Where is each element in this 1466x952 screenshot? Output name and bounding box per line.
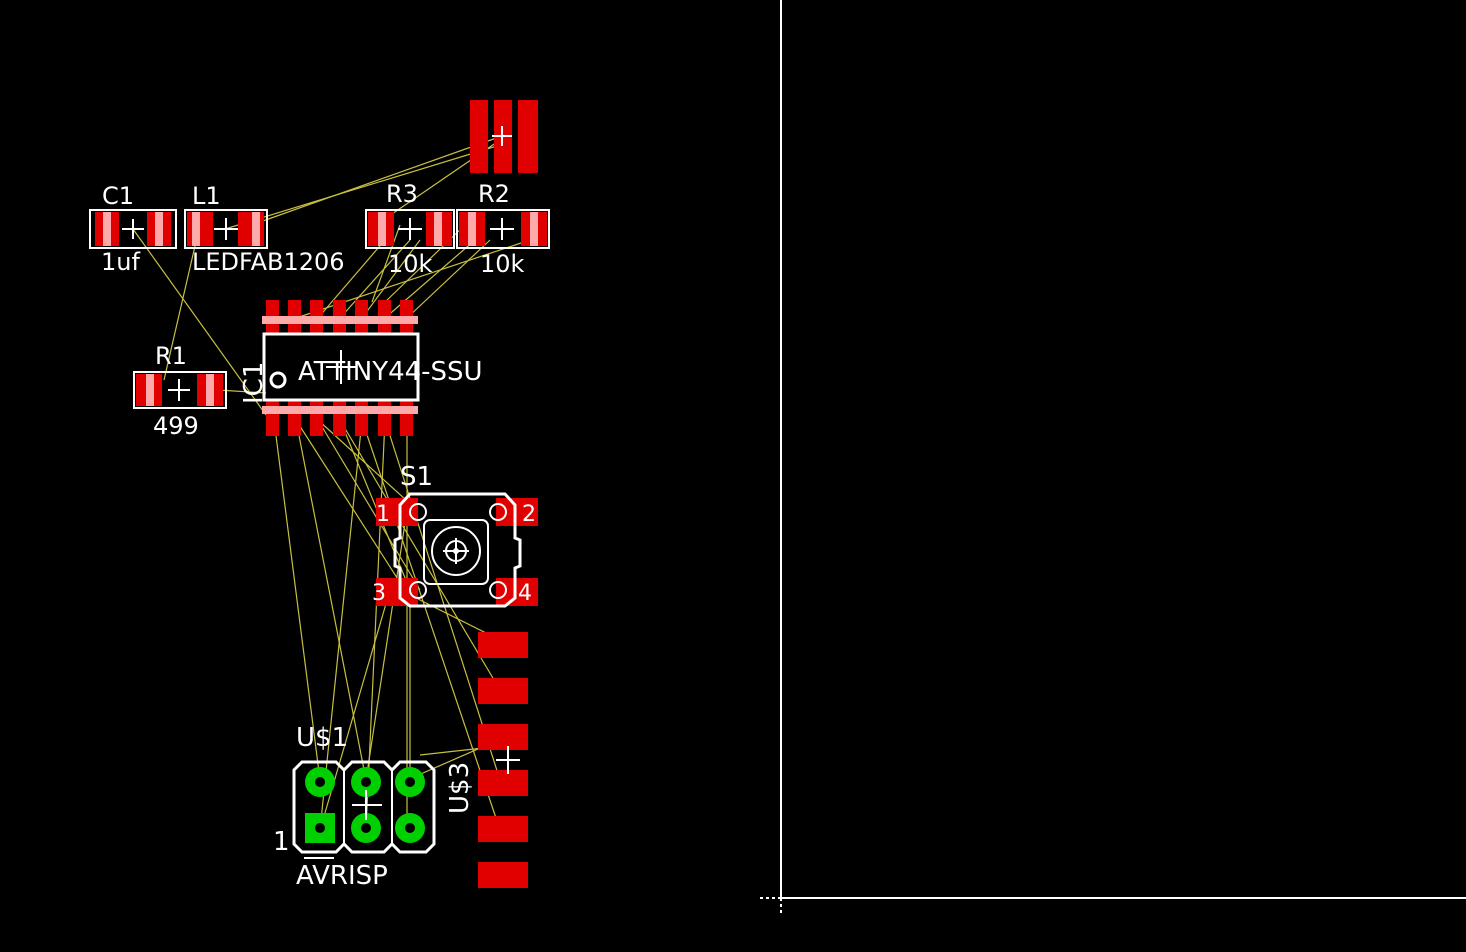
s1-pin2-label: 2 xyxy=(522,502,536,527)
us1-value-label: AVRISP xyxy=(296,861,388,891)
s1-pin4-label: 4 xyxy=(518,581,532,606)
r2-value-label: 10k xyxy=(480,250,525,278)
us1-pin1-label: 1 xyxy=(273,827,290,857)
s1-pin1-label: 1 xyxy=(376,502,390,527)
r3-resistor[interactable]: R3 10k xyxy=(365,180,455,278)
board-outline xyxy=(760,0,1466,916)
l1-value-label: LEDFAB1206 xyxy=(192,248,345,276)
r3-value-label: 10k xyxy=(388,250,433,278)
us3-connector[interactable]: U$3 xyxy=(445,632,528,888)
s1-pin3-label: 3 xyxy=(372,581,386,606)
ic1-value-label: ATTINY44-SSU xyxy=(298,357,483,387)
r1-value-label: 499 xyxy=(153,412,199,440)
s1-pushbutton[interactable]: S1 1 2 3 4 xyxy=(372,462,538,608)
c1-name-label: C1 xyxy=(102,182,134,210)
c1-capacitor[interactable]: C1 1uf xyxy=(89,182,177,276)
r3-name-label: R3 xyxy=(386,180,418,208)
r1-name-label: R1 xyxy=(155,342,187,370)
c1-value-label: 1uf xyxy=(101,248,140,276)
r2-resistor[interactable]: R2 10k xyxy=(456,180,550,278)
ic1-microcontroller[interactable]: ATTINY44-SSU IC1 xyxy=(239,300,483,436)
r2-name-label: R2 xyxy=(478,180,510,208)
s1-name-label: S1 xyxy=(400,462,433,492)
r1-resistor[interactable]: R1 499 xyxy=(133,342,227,440)
us1-name-label: U$1 xyxy=(296,723,348,753)
us3-name-label: U$3 xyxy=(445,762,475,814)
l1-led[interactable]: L1 LEDFAB1206 xyxy=(184,182,345,276)
ic1-name-label: IC1 xyxy=(239,362,269,404)
us1-avrisp-header[interactable]: U$1 1 AVRISP xyxy=(273,723,436,891)
top-connector-pads[interactable] xyxy=(470,100,538,173)
l1-name-label: L1 xyxy=(192,182,221,210)
